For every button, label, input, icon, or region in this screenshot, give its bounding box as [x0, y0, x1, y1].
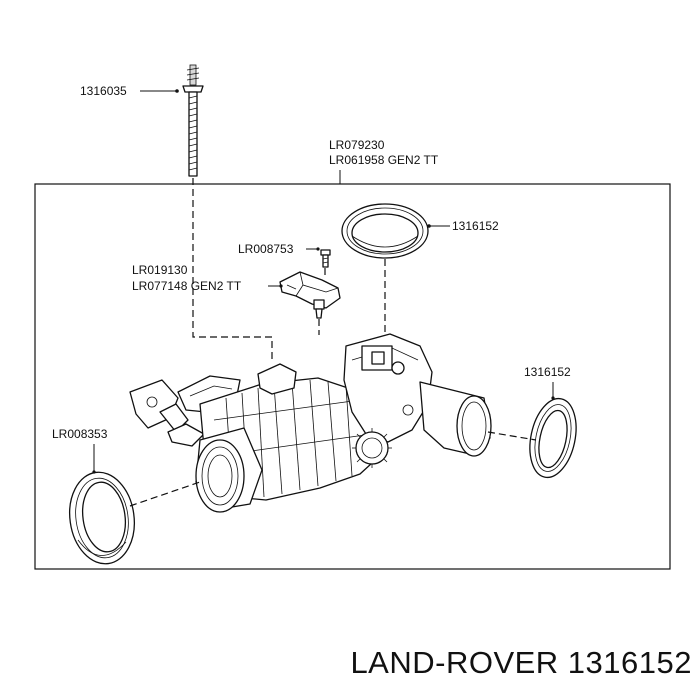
label-seal-top: 1316152 — [452, 219, 499, 233]
screw-part — [320, 249, 331, 268]
label-assembly-line2: LR061958 GEN2 TT — [329, 153, 439, 167]
seal-left-part — [69, 471, 135, 565]
label-seal-left: LR008353 — [52, 427, 108, 441]
sensor-part — [279, 271, 341, 319]
assembly-frame — [34, 183, 671, 570]
seal-right-part — [529, 397, 577, 479]
label-seal-right: 1316152 — [524, 365, 571, 379]
throttle-body-part — [129, 333, 492, 513]
label-screw: LR008753 — [238, 242, 294, 256]
label-sensor-line2: LR077148 GEN2 TT — [132, 279, 242, 293]
label-sensor-line1: LR019130 — [132, 263, 188, 277]
bolt-part — [182, 64, 204, 177]
seal-top-part — [341, 203, 429, 259]
label-bolt: 1316035 — [80, 84, 127, 98]
footer-part-title: LAND-ROVER 1316152 — [350, 645, 692, 680]
label-assembly-line1: LR079230 — [329, 138, 385, 152]
